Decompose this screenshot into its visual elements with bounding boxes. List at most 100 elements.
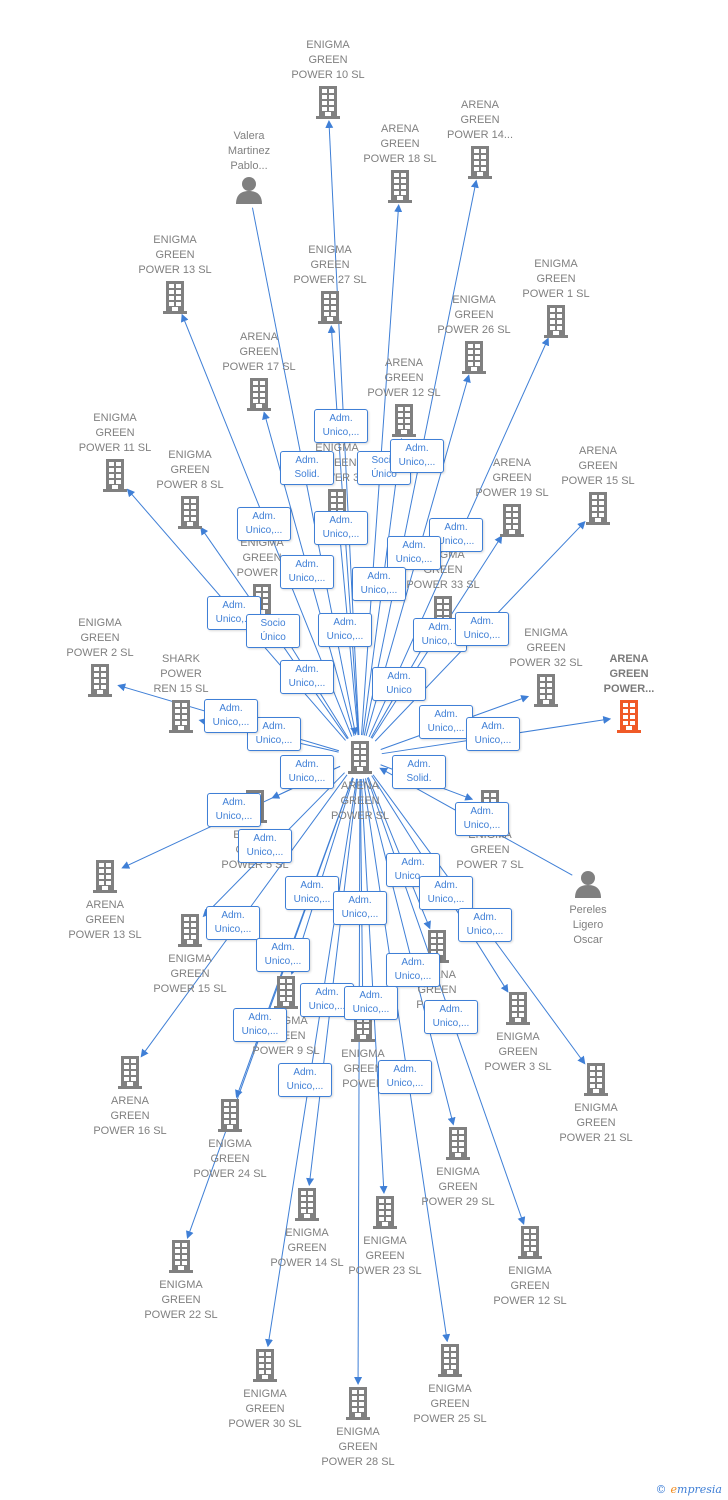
node-label: ENIGMA GREEN POWER 13 SL [138,234,212,276]
role-label[interactable]: Adm. Unico,... [256,938,310,972]
company-node-enigma-x[interactable]: ENIGMA GREEN POWER [313,1006,413,1092]
building-icon [354,403,454,442]
company-node-arena-17[interactable]: ARENA GREEN POWER 17 SL [209,330,309,416]
empresia-logo[interactable]: ©empresia [656,1483,722,1496]
node-label: ARENA GREEN POWER 13 SL [68,899,142,941]
role-label[interactable]: Adm. Unico,... [378,1060,432,1094]
company-node-enigma-28[interactable]: ENIGMA GREEN POWER 28 SL [308,1384,408,1470]
node-label: ENIGMA GREEN POWER 25 SL [413,1383,487,1425]
role-label[interactable]: Adm. Unico,... [237,507,291,541]
role-label[interactable]: Adm. Unico,... [280,755,334,789]
role-label[interactable]: Adm. Unico,... [233,1008,287,1042]
role-label[interactable]: Adm. Unico,... [314,511,368,545]
role-label[interactable]: Adm. Unico [372,667,426,701]
building-icon [462,503,562,542]
company-node-enigma-14[interactable]: ENIGMA GREEN POWER 14 SL [257,1185,357,1271]
company-node-arena-13[interactable]: ARENA GREEN POWER 13 SL [55,857,155,943]
company-node-arena-12[interactable]: ARENA GREEN POWER 12 SL [354,356,454,442]
role-label[interactable]: Adm. Unico,... [424,1000,478,1034]
company-node-enigma-10[interactable]: ENIGMA GREEN POWER 10 SL [278,38,378,124]
building-icon [125,280,225,319]
role-label[interactable]: Adm. Unico,... [280,555,334,589]
company-node-arena-18[interactable]: ARENA GREEN POWER 18 SL [350,122,450,208]
role-label[interactable]: Adm. Unico,... [206,906,260,940]
company-node-enigma-26[interactable]: ENIGMA GREEN POWER 26 SL [424,293,524,379]
node-label: ENIGMA GREEN POWER 33 SL [406,549,480,591]
role-label[interactable]: Adm. Unico,... [314,409,368,443]
role-label[interactable]: Adm. Unico,... [390,439,444,473]
company-node-enigma-23[interactable]: ENIGMA GREEN POWER 23 SL [335,1193,435,1279]
role-label[interactable]: Adm. Unico,... [455,612,509,646]
company-node-enigma-1[interactable]: ENIGMA GREEN POWER 1 SL [506,257,606,343]
role-label[interactable]: Adm. Unico,... [318,613,372,647]
role-label[interactable]: Adm. Unico,... [419,876,473,910]
company-node-valera[interactable]: Valera Martinez Pablo... [199,129,299,209]
company-node-enigma-15[interactable]: ENIGMA GREEN POWER 15 SL [140,911,240,997]
node-label: ARENA GREEN POWER 14... [446,99,514,141]
company-node-arena-16[interactable]: ARENA GREEN POWER 16 SL [80,1053,180,1139]
building-icon [280,290,380,329]
role-label[interactable]: Adm. Unico,... [333,891,387,925]
building-icon [480,1225,580,1264]
company-node-enigma-2[interactable]: ENIGMA GREEN POWER 2 SL [50,616,150,702]
node-label: ENIGMA GREEN POWER 30 SL [228,1388,302,1430]
company-node-arena-15[interactable]: ARENA GREEN POWER 15 SL [548,444,648,530]
role-label[interactable]: Adm. Unico,... [204,699,258,733]
building-icon [579,699,679,738]
role-label[interactable]: Adm. Unico,... [238,829,292,863]
company-node-enigma-25[interactable]: ENIGMA GREEN POWER 25 SL [400,1341,500,1427]
node-label: ENIGMA GREEN POWER 1 SL [522,258,590,300]
role-label[interactable]: Adm. Unico,... [285,876,339,910]
role-label[interactable]: Adm. Solid. [392,755,446,789]
role-label[interactable]: Adm. Unico,... [455,802,509,836]
company-node-enigma-29[interactable]: ENIGMA GREEN POWER 29 SL [408,1124,508,1210]
building-icon [546,1062,646,1101]
company-node-pereles[interactable]: Pereles Ligero Oscar [538,868,638,948]
role-label[interactable]: Adm. Unico,... [352,567,406,601]
node-label: ENIGMA GREEN POWER 10 SL [291,39,365,81]
building-icon [424,340,524,379]
company-node-arena-12b[interactable]: ENIGMA GREEN POWER 12 SL [480,1223,580,1309]
role-label[interactable]: Adm. Unico,... [247,717,301,751]
node-label: ARENA GREEN POWER 19 SL [475,457,549,499]
role-label[interactable]: Adm. Unico,... [207,793,261,827]
role-label[interactable]: Adm. Unico,... [278,1063,332,1097]
company-node-arena-power[interactable]: ARENA GREEN POWER... [579,652,679,738]
company-node-enigma-22[interactable]: ENIGMA GREEN POWER 22 SL [131,1237,231,1323]
node-label: ENIGMA GREEN POWER 3 SL [484,1031,552,1073]
role-label[interactable]: Adm. Unico,... [344,986,398,1020]
company-node-enigma-30[interactable]: ENIGMA GREEN POWER 30 SL [215,1346,315,1432]
node-label: ENIGMA GREEN POWER 28 SL [321,1426,395,1468]
building-icon [140,495,240,534]
company-node-enigma-13[interactable]: ENIGMA GREEN POWER 13 SL [125,233,225,319]
role-label[interactable]: Adm. Unico,... [280,660,334,694]
building-icon [55,859,155,898]
role-label[interactable]: Adm. Unico,... [419,705,473,739]
building-icon [308,1386,408,1425]
role-label[interactable]: Adm. Solid. [280,451,334,485]
company-node-enigma-8[interactable]: ENIGMA GREEN POWER 8 SL [140,448,240,534]
company-node-enigma-33[interactable]: ENIGMA GREEN POWER 33 SL [393,548,493,634]
company-node-enigma-32[interactable]: ENIGMA GREEN POWER 32 SL [496,626,596,712]
building-icon [400,1343,500,1382]
node-label: ARENA GREEN POWER 12 SL [367,357,441,399]
company-node-center[interactable]: ARENA GREEN POWER SL [310,738,410,824]
company-node-enigma-21[interactable]: ENIGMA GREEN POWER 21 SL [546,1060,646,1146]
role-label[interactable]: Adm. Unico,... [386,953,440,987]
company-node-arena-19[interactable]: ARENA GREEN POWER 19 SL [462,456,562,542]
role-label[interactable]: Adm. Unico,... [387,536,441,570]
company-node-arena-14b[interactable]: ARENA GREEN POWER 14... [430,98,530,184]
company-node-enigma-24[interactable]: ENIGMA GREEN POWER 24 SL [180,1096,280,1182]
building-icon [408,1126,508,1165]
role-label[interactable]: Adm. Unico,... [458,908,512,942]
company-node-enigma-27[interactable]: ENIGMA GREEN POWER 27 SL [280,243,380,329]
company-node-enigma-3[interactable]: ENIGMA GREEN POWER 3 SL [468,989,568,1075]
node-label: ARENA GREEN POWER 15 SL [561,445,635,487]
building-icon [236,975,336,1014]
node-label: ENIGMA GREEN POWER 23 SL [348,1235,422,1277]
role-label[interactable]: Socio Único [246,614,300,648]
company-node-shark-15[interactable]: SHARK POWER REN 15 SL [131,652,231,738]
role-label[interactable]: Adm. Unico,... [466,717,520,751]
company-node-enigma-11[interactable]: ENIGMA GREEN POWER 11 SL [65,411,165,497]
